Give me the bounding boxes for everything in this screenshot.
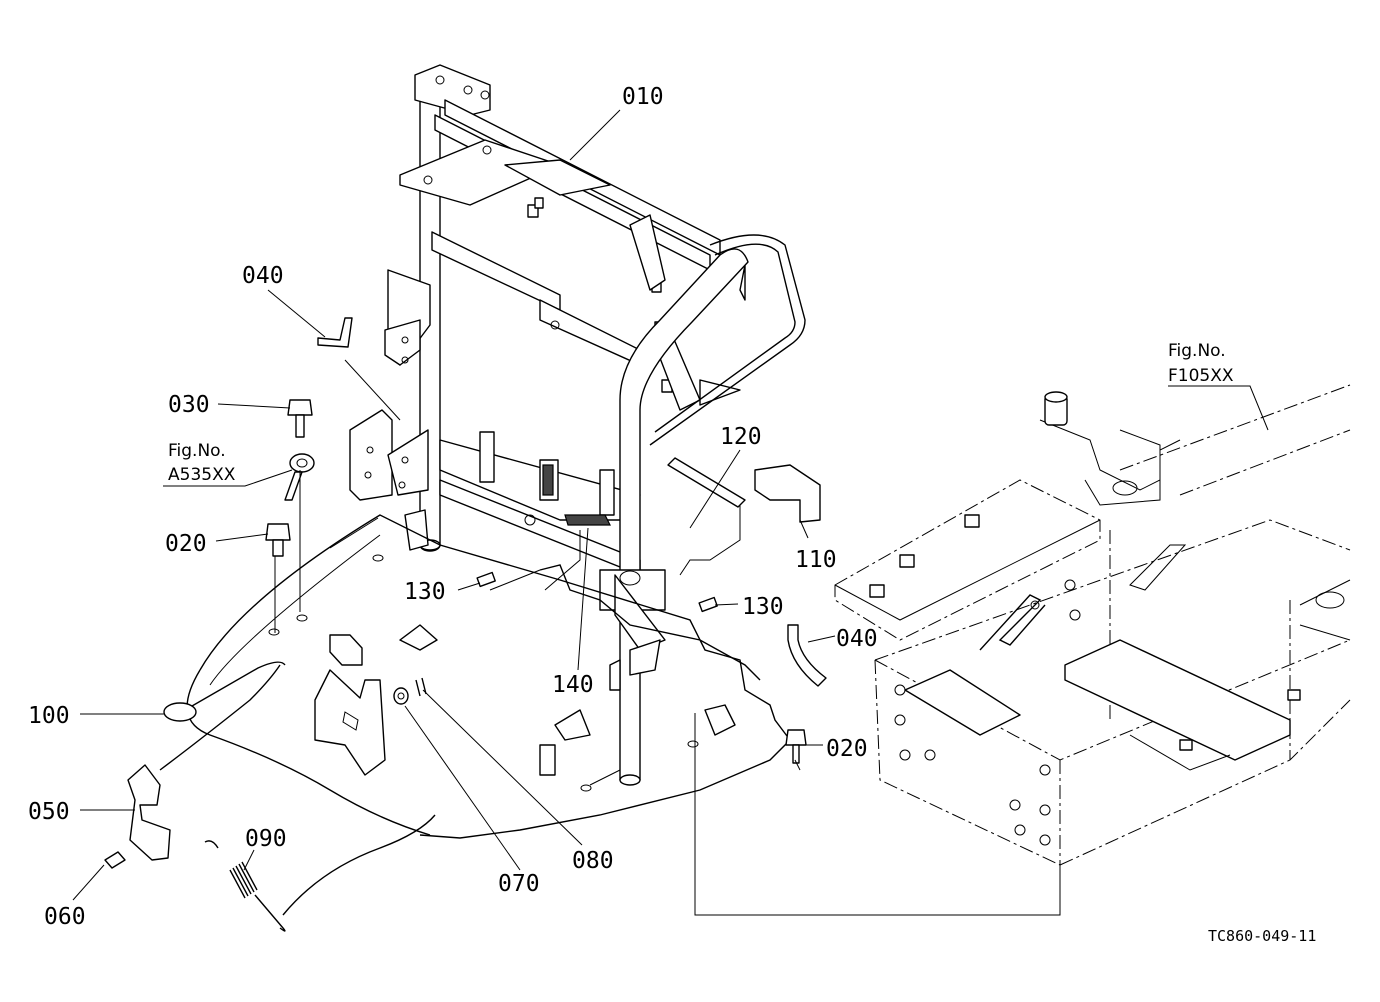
fig-ref-f105xx-line2: F105XX	[1168, 366, 1234, 386]
fig-ref-a535xx-line1: Fig.No.	[168, 441, 226, 461]
tractor-frame-reference	[834, 384, 1351, 866]
label-050: 050	[28, 799, 70, 825]
label-020-left: 020	[165, 531, 207, 557]
figure-references: Fig.No. A535XX Fig.No. F105XX	[168, 341, 1234, 485]
label-080: 080	[572, 848, 614, 874]
fig-ref-a535xx-line2: A535XX	[168, 465, 236, 485]
label-110: 110	[795, 547, 837, 573]
label-090: 090	[245, 826, 287, 852]
label-030: 030	[168, 392, 210, 418]
seat-pan	[186, 514, 791, 839]
label-070: 070	[498, 871, 540, 897]
label-060: 060	[44, 904, 86, 930]
label-130-right: 130	[742, 594, 784, 620]
label-140: 140	[552, 672, 594, 698]
label-100: 100	[28, 703, 70, 729]
left-brackets	[349, 269, 431, 551]
label-040-left: 040	[242, 263, 284, 289]
drawing-code: TC860-049-11	[1208, 927, 1316, 945]
label-120: 120	[720, 424, 762, 450]
part-labels: 010 040 030 020 120 110 130 130 040 140 …	[28, 84, 878, 930]
small-parts	[104, 317, 436, 932]
label-010: 010	[622, 84, 664, 110]
fig-ref-f105xx-line1: Fig.No.	[1168, 341, 1226, 361]
label-020-right: 020	[826, 736, 868, 762]
label-130-left: 130	[404, 579, 446, 605]
main-frame-010	[399, 64, 806, 786]
label-040-right: 040	[836, 626, 878, 652]
leader-lines	[72, 109, 1269, 916]
switch-parts	[476, 457, 827, 764]
